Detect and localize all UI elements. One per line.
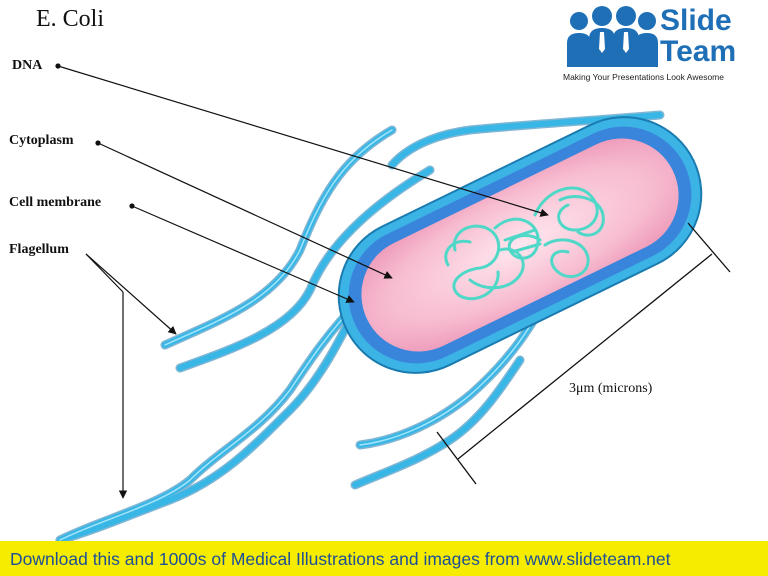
label-flagellum: Flagellum [9,242,69,257]
dna-pointer [57,65,549,217]
logo-word-team: Team [660,35,737,68]
people-icon [567,6,658,67]
scale-bar [436,222,731,485]
flagellum-pointer-1 [85,253,177,335]
flagellum-lower-b [352,357,523,488]
logo-word-slide: Slide [660,4,732,37]
label-cytoplasm: Cytoplasm [9,133,74,148]
logo-tagline: Making Your Presentations Look Awesome [563,72,724,82]
flagellum-upper-2 [177,167,433,371]
label-cell-membrane: Cell membrane [9,195,102,210]
footer-text: Download this and 1000s of Medical Illus… [10,549,671,569]
page-title: E. Coli [36,6,105,32]
flagellum-tail-b [57,297,363,543]
footer-banner: Download this and 1000s of Medical Illus… [0,541,768,576]
cytoplasm-region [361,138,679,352]
label-size: 3μm (microns) [569,381,653,396]
cytoplasm-pointer [97,142,393,279]
cell-body [337,116,703,374]
flagellum-tail-a [57,297,363,543]
pointer-lines [55,63,549,499]
slideteam-logo: Slide Team Making Your Presentations Loo… [563,4,758,87]
membrane-pointer [131,205,355,303]
label-dna: DNA [12,58,43,73]
dna-strands [444,186,605,301]
